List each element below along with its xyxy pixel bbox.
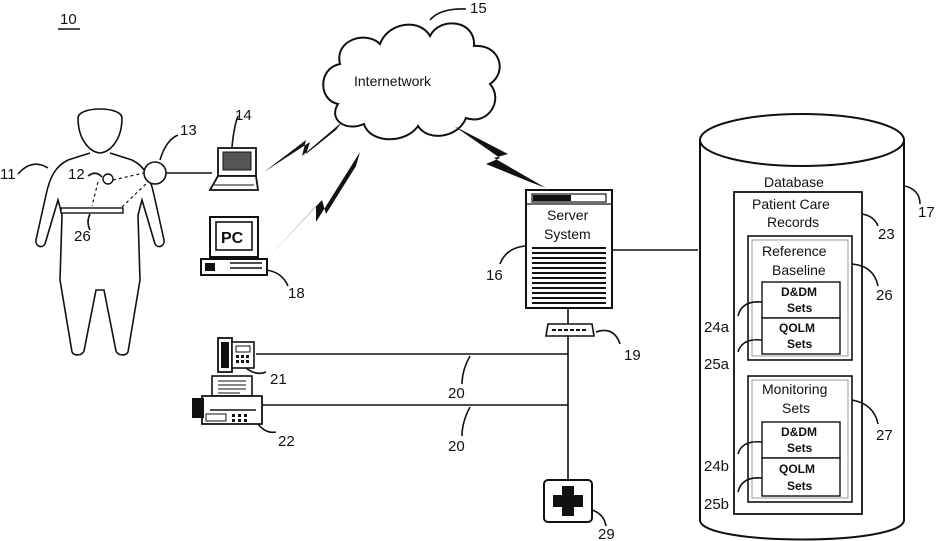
leader-13 (160, 135, 178, 160)
patient-figure (36, 109, 164, 355)
leader-12 (88, 173, 102, 177)
monitoring-line1: Monitoring (762, 381, 827, 397)
monitoring-ref: 27 (876, 427, 893, 444)
line-ref-1: 20 (448, 385, 465, 402)
leader-22 (258, 424, 276, 432)
phone-ref: 21 (270, 371, 287, 388)
records-line1: Patient Care (752, 196, 830, 212)
ref-ddm-line1: D&DM (781, 285, 817, 299)
ref-qolm-line2: Sets (787, 337, 813, 351)
patient-ref: 11 (0, 166, 16, 183)
fax-ref: 22 (278, 433, 295, 450)
ref-ddm-line2: Sets (787, 301, 813, 315)
router-hub (546, 324, 594, 336)
monitor-device (144, 162, 166, 184)
cloud-ref: 15 (470, 0, 487, 17)
mon-qolm-line2: Sets (787, 479, 813, 493)
server-ref: 16 (486, 267, 503, 284)
leader-29 (592, 510, 606, 526)
pc-icon: PC (201, 217, 267, 275)
reference-ref: 26 (876, 287, 893, 304)
pc-ref: 18 (288, 285, 305, 302)
wireless-link-laptop (264, 122, 342, 172)
implanted-sensor (103, 174, 113, 184)
router-ref: 19 (624, 347, 641, 364)
laptop-icon (210, 148, 258, 190)
mon-ddm-line2: Sets (787, 441, 813, 455)
server-system: Server System (526, 190, 612, 308)
reference-line1: Reference (762, 243, 827, 259)
mon-ddm-ref: 24b (704, 458, 729, 475)
ref-ddm-ref: 24a (704, 319, 730, 336)
leader-11 (18, 164, 48, 174)
records-ref: 23 (878, 226, 895, 243)
figure-number: 10 (60, 11, 77, 28)
leader-18 (266, 270, 288, 286)
leader-19 (596, 331, 620, 345)
mon-ddm-line1: D&DM (781, 425, 817, 439)
database-ref: 17 (918, 204, 935, 221)
mon-qolm-ref: 25b (704, 496, 729, 513)
chest-belt (61, 208, 123, 213)
ref-qolm-line1: QOLM (779, 321, 815, 335)
leader-20a (462, 356, 470, 384)
telephone-icon (218, 338, 254, 372)
medical-ref: 29 (598, 526, 615, 541)
leader-20b (462, 407, 470, 436)
monitoring-line2: Sets (782, 400, 810, 416)
laptop-ref: 14 (235, 107, 252, 124)
leader-15 (430, 9, 466, 20)
server-label-line2: System (544, 226, 591, 242)
mon-qolm-line1: QOLM (779, 462, 815, 476)
cloud-label: Internetwork (354, 73, 432, 89)
belt-ref: 26 (74, 228, 91, 245)
leader-17 (905, 186, 920, 204)
records-line2: Records (767, 214, 819, 230)
pc-screen-text: PC (221, 230, 244, 247)
line-ref-2: 20 (448, 438, 465, 455)
monitor-ref: 13 (180, 122, 197, 139)
wireless-link-pc (268, 152, 360, 258)
reference-line2: Baseline (772, 262, 826, 278)
medical-facility-icon (544, 480, 592, 522)
database-label: Database (764, 174, 824, 190)
wireless-link-server (454, 126, 546, 188)
sensor-ref: 12 (68, 166, 85, 183)
leader-16 (500, 246, 525, 264)
fax-machine-icon (192, 376, 262, 424)
ref-qolm-ref: 25a (704, 356, 730, 373)
server-label-line1: Server (547, 207, 589, 223)
